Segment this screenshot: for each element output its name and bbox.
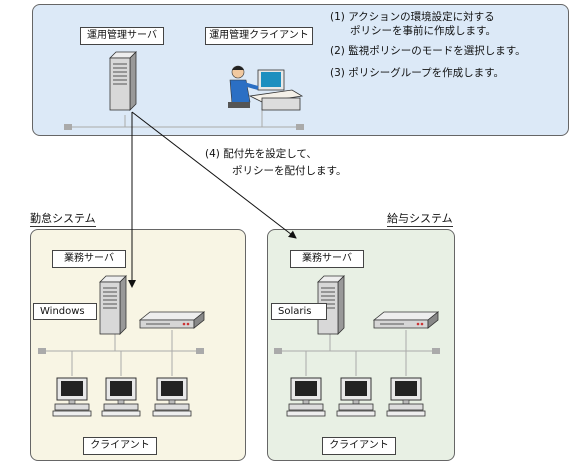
payroll-system-title: 給与システム <box>387 212 453 227</box>
top-network-end-left <box>64 124 72 130</box>
payroll-server-label: 業務サーバ <box>290 250 364 268</box>
attendance-system-title: 勤怠システム <box>30 212 96 227</box>
attendance-client-2-icon <box>101 377 141 417</box>
payroll-client-2-icon <box>336 377 376 417</box>
payroll-client-label: クライアント <box>322 437 396 455</box>
step-2: (2) 監視ポリシーのモードを選択します。 <box>330 45 526 57</box>
management-client-label: 運用管理クライアント <box>205 27 313 45</box>
deploy-arrow-right <box>131 111 297 239</box>
attendance-server-icon <box>99 275 127 335</box>
attendance-router-icon <box>139 311 205 329</box>
payroll-os-label: Solaris <box>271 303 327 320</box>
payroll-client-3-icon <box>386 377 426 417</box>
step-3: (3) ポリシーグループを作成します。 <box>330 67 505 79</box>
payroll-router-icon <box>373 311 439 329</box>
attendance-client-label: クライアント <box>83 437 157 455</box>
top-network-end-right <box>296 124 304 130</box>
attendance-server-label: 業務サーバ <box>52 250 126 268</box>
step-1-line-1: (1) アクションの環境設定に対する <box>330 11 495 23</box>
management-server-icon <box>109 51 137 111</box>
payroll-client-1-icon <box>286 377 326 417</box>
attendance-client-3-icon <box>152 377 192 417</box>
deploy-note-line-1: (4) 配付先を設定して、 <box>205 148 317 160</box>
admin-operator-icon <box>228 65 304 111</box>
deploy-note-line-2: ポリシーを配付します。 <box>232 165 347 177</box>
attendance-os-label: Windows <box>33 303 97 320</box>
attendance-client-1-icon <box>52 377 92 417</box>
management-server-label: 運用管理サーバ <box>80 27 164 45</box>
step-1-line-2: ポリシーを事前に作成します。 <box>350 25 496 37</box>
